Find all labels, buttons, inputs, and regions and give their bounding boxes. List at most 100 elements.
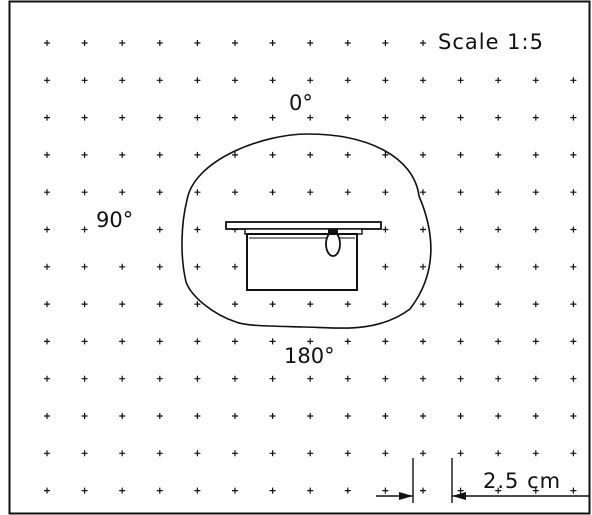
grid-mark bbox=[119, 487, 126, 494]
grid-mark bbox=[156, 413, 163, 419]
grid-mark bbox=[194, 40, 201, 46]
grid-mark bbox=[156, 189, 163, 196]
grid-mark bbox=[44, 301, 50, 308]
grid-mark bbox=[269, 114, 276, 121]
grid-mark bbox=[420, 301, 426, 308]
grid-mark bbox=[495, 189, 502, 196]
grid-mark bbox=[457, 450, 464, 457]
grid-mark bbox=[570, 413, 577, 419]
grid-mark bbox=[307, 413, 314, 419]
grid-mark bbox=[81, 40, 88, 46]
grid-mark bbox=[269, 413, 276, 419]
grid-mark bbox=[570, 226, 577, 233]
dimension-marker: 2.5 cm bbox=[376, 458, 590, 503]
grid-mark bbox=[457, 226, 464, 233]
grid-mark bbox=[344, 77, 351, 84]
grid-mark bbox=[269, 487, 276, 494]
grid-mark bbox=[420, 375, 426, 382]
grid-mark bbox=[457, 301, 464, 308]
grid-mark bbox=[269, 301, 276, 308]
grid-mark bbox=[269, 40, 276, 46]
grid-mark bbox=[232, 450, 238, 457]
polar-pattern-outline bbox=[181, 133, 432, 329]
grid-mark bbox=[570, 338, 577, 345]
grid-mark bbox=[44, 375, 50, 382]
grid-mark bbox=[382, 40, 389, 46]
grid-mark bbox=[269, 338, 276, 345]
grid-mark bbox=[344, 40, 351, 46]
grid-mark bbox=[119, 77, 126, 84]
grid-mark bbox=[119, 114, 126, 121]
grid-mark bbox=[44, 77, 50, 84]
grid-mark bbox=[532, 226, 539, 233]
grid-mark bbox=[570, 263, 577, 270]
grid-mark bbox=[269, 450, 276, 457]
grid-mark bbox=[44, 40, 50, 46]
grid-mark bbox=[420, 487, 426, 494]
grid-mark bbox=[532, 487, 539, 494]
grid-mark bbox=[382, 263, 389, 270]
device-drawing bbox=[225, 221, 382, 291]
grid-mark bbox=[570, 450, 577, 457]
dimension-label: 2.5 cm bbox=[483, 469, 561, 493]
grid-mark bbox=[232, 77, 238, 84]
scale-label: Scale 1:5 bbox=[438, 30, 544, 54]
grid-mark bbox=[194, 114, 201, 121]
grid-mark bbox=[382, 487, 389, 494]
angle-label-0: 0° bbox=[289, 91, 313, 115]
grid-mark bbox=[344, 338, 351, 345]
grid-mark bbox=[119, 413, 126, 419]
drawing-frame bbox=[8, 0, 591, 515]
grid-mark bbox=[382, 77, 389, 84]
grid-mark bbox=[81, 301, 88, 308]
grid-mark bbox=[156, 301, 163, 308]
grid-mark bbox=[495, 114, 502, 121]
grid-mark bbox=[44, 114, 50, 121]
grid-mark bbox=[44, 226, 50, 233]
grid-mark bbox=[194, 77, 201, 84]
grid-mark bbox=[570, 487, 577, 494]
grid-mark bbox=[457, 413, 464, 419]
grid-mark bbox=[44, 450, 50, 457]
grid-mark bbox=[269, 77, 276, 84]
grid-mark bbox=[420, 77, 426, 84]
dimension-arrow-left bbox=[399, 492, 413, 500]
grid-mark bbox=[81, 450, 88, 457]
grid-mark bbox=[344, 413, 351, 419]
grid-mark bbox=[457, 338, 464, 345]
grid-mark bbox=[81, 263, 88, 270]
grid-mark bbox=[194, 338, 201, 345]
grid-mark bbox=[420, 413, 426, 419]
grid-mark bbox=[420, 450, 426, 457]
grid-mark bbox=[119, 40, 126, 46]
grid-mark bbox=[81, 77, 88, 84]
grid-mark bbox=[532, 189, 539, 196]
grid-mark bbox=[457, 263, 464, 270]
grid-mark bbox=[194, 375, 201, 382]
grid-mark bbox=[232, 151, 238, 158]
grid-mark bbox=[532, 263, 539, 270]
reference-grid bbox=[44, 40, 577, 494]
grid-mark bbox=[81, 375, 88, 382]
grid-mark bbox=[307, 114, 314, 121]
grid-mark bbox=[81, 189, 88, 196]
angle-label-90: 90° bbox=[96, 208, 133, 232]
grid-mark bbox=[457, 189, 464, 196]
grid-mark bbox=[119, 189, 126, 196]
grid-mark bbox=[532, 413, 539, 419]
grid-mark bbox=[119, 151, 126, 158]
grid-mark bbox=[307, 40, 314, 46]
grid-mark bbox=[344, 450, 351, 457]
grid-mark bbox=[382, 338, 389, 345]
grid-mark bbox=[194, 226, 201, 233]
grid-mark bbox=[382, 375, 389, 382]
grid-mark bbox=[269, 375, 276, 382]
grid-mark bbox=[194, 487, 201, 494]
grid-mark bbox=[570, 375, 577, 382]
grid-mark bbox=[307, 375, 314, 382]
grid-mark bbox=[532, 114, 539, 121]
grid-mark bbox=[420, 189, 426, 196]
grid-mark bbox=[156, 40, 163, 46]
grid-mark bbox=[44, 413, 50, 419]
grid-mark bbox=[194, 263, 201, 270]
